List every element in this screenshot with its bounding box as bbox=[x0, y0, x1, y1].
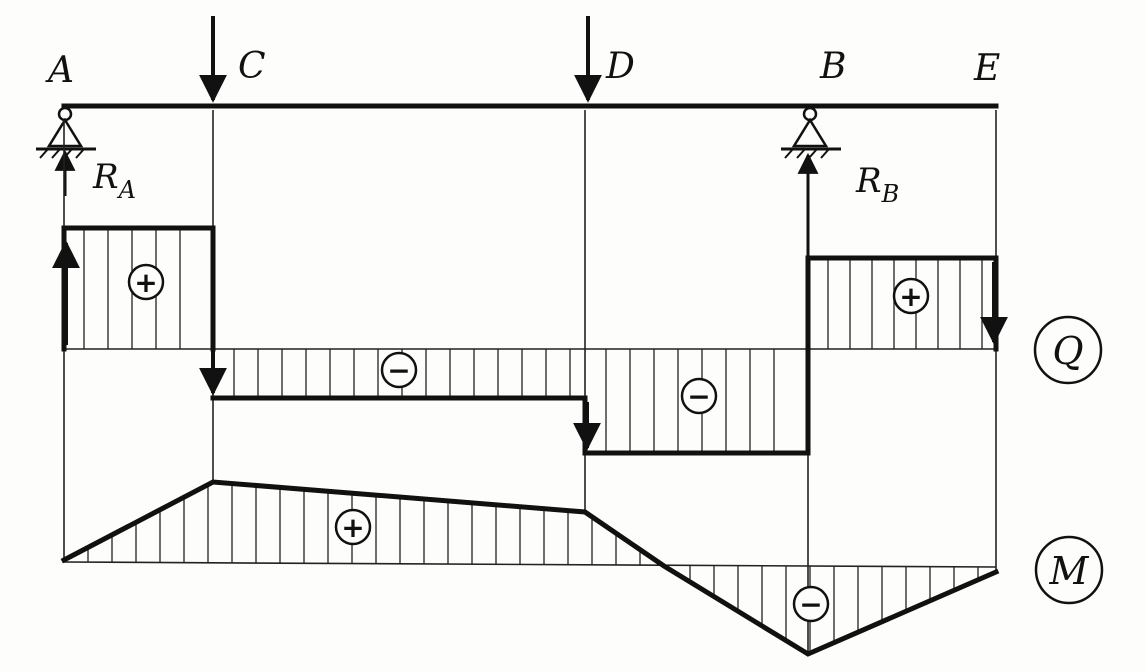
svg-text:−: − bbox=[387, 354, 410, 387]
point-label-c: C bbox=[238, 46, 266, 87]
moment-diagram-label: M bbox=[1034, 535, 1104, 605]
point-label-e: E bbox=[973, 48, 1000, 89]
svg-text:−: − bbox=[799, 588, 822, 621]
point-label-b: B bbox=[819, 46, 846, 87]
shear-sign-be: + bbox=[892, 277, 930, 315]
moment-diagram bbox=[60, 479, 1000, 657]
shear-sign-ac: + bbox=[127, 263, 165, 301]
svg-text:+: + bbox=[899, 280, 922, 313]
svg-text:Q: Q bbox=[1052, 329, 1083, 373]
moment-sign-de: − bbox=[792, 585, 830, 623]
shear-diagram-label: Q bbox=[1033, 315, 1103, 385]
shear-diagram bbox=[61, 225, 999, 456]
shear-sign-db: − bbox=[680, 377, 718, 415]
point-label-d: D bbox=[605, 46, 635, 87]
moment-sign-ad: + bbox=[334, 508, 372, 546]
pin-support-a bbox=[36, 106, 96, 159]
point-label-a: A bbox=[45, 50, 74, 91]
reaction-label-a: RA bbox=[92, 157, 136, 204]
pin-support-b bbox=[781, 106, 841, 159]
shear-hatching bbox=[83, 228, 983, 453]
svg-text:M: M bbox=[1049, 549, 1090, 593]
svg-text:−: − bbox=[687, 380, 710, 413]
svg-text:+: + bbox=[341, 511, 364, 544]
shear-sign-cd: − bbox=[380, 351, 418, 389]
svg-text:+: + bbox=[134, 266, 157, 299]
reaction-label-b: RB bbox=[855, 161, 899, 208]
